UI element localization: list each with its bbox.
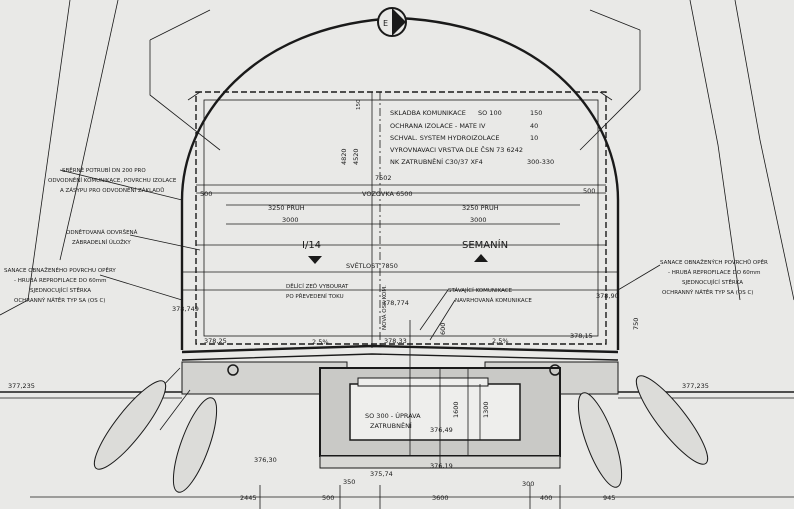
layer-2-thickness: 40: [530, 122, 538, 130]
direction-right: SEMANÍN: [462, 238, 508, 251]
elevation-11: 376,49: [430, 426, 453, 434]
note-new-road: NAVRHOVANÁ KOMUNIKACE: [455, 297, 532, 304]
elevation-13: 376,30: [254, 456, 277, 464]
drain-pipe-left-icon: [227, 364, 239, 376]
note-railing: ODNĚTOVANÁ ODVRŠENÁ ZÁBRADELNÍ ÚLOŽKY: [66, 228, 138, 246]
clearance-inner-box: [203, 99, 599, 337]
svg-text:ODNĚTOVANÁ ODVRŠENÁ: ODNĚTOVANÁ ODVRŠENÁ: [66, 228, 138, 236]
note-dividing-wall: DĚLÍCÍ ZEĎ VYBOURAT PO PŘEVEDENÍ TOKU: [286, 282, 349, 300]
dim-1600: 1600: [452, 401, 460, 418]
dim-3000-right: 3000: [470, 216, 487, 224]
layer-legend: SKLADBA KOMUNIKACE SO 100 150 OCHRANA IZ…: [390, 109, 554, 166]
elevation-12: 376,19: [430, 462, 453, 470]
dim-svetlost: SVĚTLOST 7850: [346, 261, 398, 270]
dim-2445: 2445: [240, 494, 257, 502]
dim-500-left: 500: [200, 190, 212, 198]
layer-3-thickness: 10: [530, 134, 538, 142]
leader-lines: [59, 169, 661, 341]
layer-4-label: VYROVNAVACI VRSTVA DLE ČSN 73 6242: [390, 145, 523, 154]
dim-150: 150: [356, 99, 362, 110]
dim-vozovka: VOZOVKA 6500: [362, 190, 413, 198]
layer-1-thickness: 150: [530, 109, 542, 117]
dim-750: 750: [632, 318, 640, 330]
drain-pipe-right-icon: [549, 364, 561, 376]
layer-5-thickness: 300-330: [527, 158, 554, 166]
elevation-2: 377,235: [682, 382, 709, 390]
clearance-profile-box: [195, 91, 607, 345]
svg-text:SJEDNOCUJÍCÍ STĚRKA: SJEDNOCUJÍCÍ STĚRKA: [682, 278, 743, 286]
note-sanace-left: SANACE OBNAŽENÉHO POVRCHU OPĚRY - HRUBÁ …: [4, 266, 116, 304]
svg-text:PO PŘEVEDENÍ TOKU: PO PŘEVEDENÍ TOKU: [286, 292, 344, 300]
dim-3000-left: 3000: [282, 216, 299, 224]
svg-text:SJEDNOCUJÍCÍ STĚRKA: SJEDNOCUJÍCÍ STĚRKA: [30, 286, 91, 294]
compass-logo-icon: E: [377, 7, 407, 37]
elevation-14: 375,74: [370, 470, 393, 478]
dim-350: 350: [343, 478, 355, 486]
direction-left: I/14: [302, 240, 321, 251]
elevation-3: 378,749: [172, 305, 199, 313]
elevation-6: 378,15: [570, 332, 593, 340]
layer-1-ref: SO 100: [478, 109, 502, 117]
road-surface: [181, 344, 619, 354]
svg-text:- HRUBÁ REPROFILACE DO 60mm: - HRUBÁ REPROFILACE DO 60mm: [14, 277, 107, 284]
direction-arrow-right-icon: [474, 254, 488, 262]
layer-3-label: SCHVAL. SYSTEM HYDROIZOLACE: [390, 134, 500, 142]
svg-text:- HRUBÁ REPROFILACE DO 60mm: - HRUBÁ REPROFILACE DO 60mm: [668, 269, 761, 276]
elevation-8: 378,33: [384, 337, 407, 345]
elevation-1: 377,235: [8, 382, 35, 390]
elevation-7: 378,25: [204, 337, 227, 345]
svg-text:DĚLÍCÍ ZEĎ VYBOURAT: DĚLÍCÍ ZEĎ VYBOURAT: [286, 282, 349, 290]
svg-text:E: E: [383, 19, 388, 28]
ground-anchors: [93, 367, 709, 493]
layer-1-label: SKLADBA KOMUNIKACE: [390, 109, 466, 117]
direction-arrow-left-icon: [308, 256, 322, 264]
dim-4820: 4820: [340, 148, 348, 165]
elevation-4: 378,774: [382, 299, 409, 307]
dim-7502: 7502: [375, 174, 392, 182]
slope-right: 2,5%: [492, 337, 509, 345]
note-new-axis: NOVÁ OSA KOM.: [381, 285, 388, 330]
svg-text:SBĚRNÉ POTRUBÍ DN 200 PRO: SBĚRNÉ POTRUBÍ DN 200 PRO: [62, 166, 146, 174]
dim-1300: 1300: [482, 401, 490, 418]
dim-600: 600: [439, 323, 447, 335]
dim-500-bottom: 500: [322, 494, 334, 502]
slope-left: 2,5%: [312, 338, 329, 346]
svg-text:OCHRANNÝ NÁTĚR TYP SA (OS C): OCHRANNÝ NÁTĚR TYP SA (OS C): [662, 288, 753, 296]
note-sanace-right: SANACE OBNAŽENÝCH POVRCHŮ OPĚR - HRUBÁ R…: [660, 258, 768, 296]
dim-pruh-right: 3250 PRUH: [462, 204, 499, 212]
svg-text:ODVODNĚNÍ KOMUNIKACE, POVRCHU: ODVODNĚNÍ KOMUNIKACE, POVRCHU IZOLACE: [48, 176, 177, 184]
svg-text:ZATRUBNĚNÍ: ZATRUBNĚNÍ: [370, 421, 412, 430]
layer-5-label: NK ZATRUBNĚNÍ C30/37 XF4: [390, 157, 483, 166]
svg-text:SO 300 - ÚPRAVA: SO 300 - ÚPRAVA: [365, 411, 421, 420]
dim-945: 945: [603, 494, 615, 502]
culvert-opening: [357, 377, 489, 387]
dim-3600: 3600: [432, 494, 449, 502]
svg-text:SANACE OBNAŽENÉHO POVRCHU OPĚR: SANACE OBNAŽENÉHO POVRCHU OPĚRY: [4, 266, 116, 274]
dim-400: 400: [540, 494, 552, 502]
dim-pruh-left: 3250 PRUH: [268, 204, 305, 212]
dim-500-right: 500: [583, 187, 595, 195]
note-culvert: SO 300 - ÚPRAVA ZATRUBNĚNÍ: [365, 411, 421, 430]
outer-wing-lines: [0, 0, 794, 316]
note-existing-road: STÁVAJÍCÍ KOMUNIKACE: [448, 287, 513, 294]
svg-text:A ZÁSYPU PRO ODVODNĚNÍ ZÁKLADŮ: A ZÁSYPU PRO ODVODNĚNÍ ZÁKLADŮ: [60, 186, 164, 194]
svg-text:SANACE OBNAŽENÝCH POVRCHŮ OPĚR: SANACE OBNAŽENÝCH POVRCHŮ OPĚR: [660, 258, 768, 266]
dim-300: 300: [522, 480, 534, 488]
elevation-5: 378,90: [596, 292, 619, 300]
svg-text:ZÁBRADELNÍ ÚLOŽKY: ZÁBRADELNÍ ÚLOŽKY: [72, 238, 131, 246]
layer-2-label: OCHRANA IZOLACE - MATE IV: [390, 122, 486, 130]
dim-4520: 4520: [352, 148, 360, 165]
note-drain-pipe: SBĚRNÉ POTRUBÍ DN 200 PRO ODVODNĚNÍ KOMU…: [48, 166, 177, 194]
svg-text:OCHRANNÝ NÁTĚR TYP SA (OS C): OCHRANNÝ NÁTĚR TYP SA (OS C): [14, 296, 105, 304]
